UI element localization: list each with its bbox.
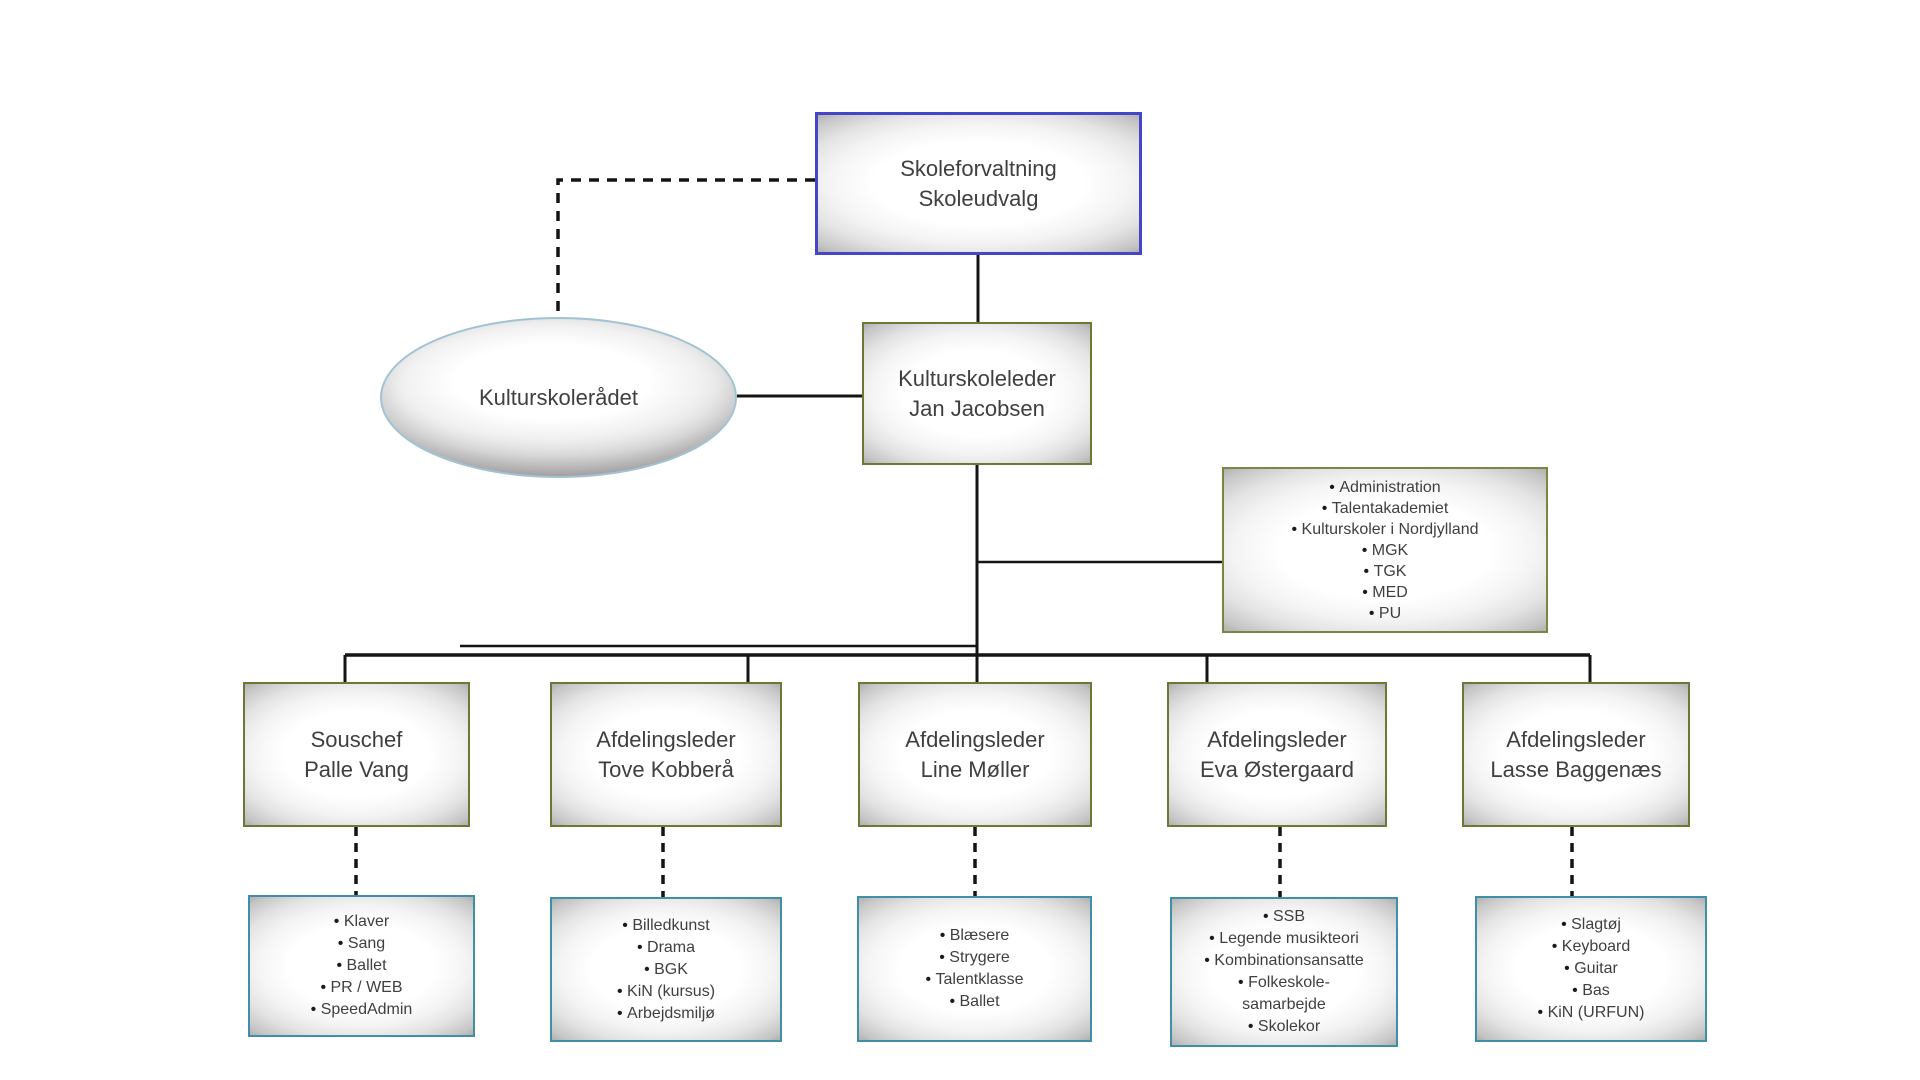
area-item: Keyboard — [1538, 936, 1645, 958]
node-kulturskoleleder: Kulturskoleleder Jan Jacobsen — [862, 322, 1092, 465]
leader-unit-item: Administration — [1291, 477, 1478, 498]
area-item: Legende musikteori — [1204, 928, 1363, 950]
manager-role: Afdelingsleder — [1207, 726, 1347, 752]
manager-name: Line Møller — [920, 756, 1030, 782]
area-item: Drama — [617, 937, 715, 959]
area-item: Ballet — [311, 955, 413, 977]
leader-unit-item: MGK — [1291, 540, 1478, 561]
connector-dashed-council — [556, 178, 815, 318]
manager-role: Afdelingsleder — [1506, 726, 1646, 752]
areas-list: Klaver Sang Ballet PR / WEB SpeedAdmin — [311, 911, 413, 1021]
leader-unit-item: PU — [1291, 603, 1478, 624]
node-skoleforvaltning-line1: Skoleforvaltning — [900, 155, 1057, 181]
leader-unit-item: Talentakademiet — [1291, 498, 1478, 519]
area-item: Bas — [1538, 980, 1645, 1002]
node-manager-lasse-baggenaes: Afdelingsleder Lasse Baggenæs — [1462, 682, 1690, 827]
areas-list: Slagtøj Keyboard Guitar Bas KiN (URFUN) — [1538, 914, 1645, 1024]
node-manager-line-moeller: Afdelingsleder Line Møller — [858, 682, 1092, 827]
manager-name: Lasse Baggenæs — [1490, 756, 1662, 782]
node-skoleforvaltning-line2: Skoleudvalg — [918, 185, 1039, 211]
area-item: Arbejdsmiljø — [617, 1003, 715, 1025]
area-item: Sang — [311, 933, 413, 955]
area-item: KiN (URFUN) — [1538, 1002, 1645, 1024]
area-item: SpeedAdmin — [311, 999, 413, 1021]
manager-name: Palle Vang — [304, 756, 409, 782]
area-item: BGK — [617, 959, 715, 981]
area-item: Skolekor — [1204, 1016, 1363, 1038]
area-item: Billedkunst — [617, 915, 715, 937]
leader-units-list: Administration Talentakademiet Kultursko… — [1291, 477, 1479, 624]
area-item: Slagtøj — [1538, 914, 1645, 936]
leader-unit-item: TGK — [1291, 561, 1478, 582]
node-areas-line-moeller: Blæsere Strygere Talentklasse Ballet — [857, 896, 1092, 1042]
area-item: SSB — [1204, 906, 1363, 928]
areas-list: SSB Legende musikteori Kombinationsansat… — [1204, 906, 1363, 1038]
manager-role: Afdelingsleder — [905, 726, 1045, 752]
area-item: Blæsere — [925, 925, 1023, 947]
node-areas-palle-vang: Klaver Sang Ballet PR / WEB SpeedAdmin — [248, 895, 475, 1037]
area-item: Guitar — [1538, 958, 1645, 980]
node-kulturskoleraadet: Kulturskolerådet — [380, 317, 737, 478]
node-areas-eva-oestergaard: SSB Legende musikteori Kombinationsansat… — [1170, 897, 1398, 1047]
area-item: KiN (kursus) — [617, 981, 715, 1003]
areas-list: Billedkunst Drama BGK KiN (kursus) Arbej… — [617, 915, 715, 1025]
area-item: PR / WEB — [311, 977, 413, 999]
area-item: Ballet — [925, 991, 1023, 1013]
node-leader-units: Administration Talentakademiet Kultursko… — [1222, 467, 1548, 633]
area-item: Folkeskole-samarbejde — [1214, 972, 1354, 1016]
node-manager-tove-kobberaa: Afdelingsleder Tove Kobberå — [550, 682, 782, 827]
area-item: Kombinationsansatte — [1204, 950, 1363, 972]
area-item: Talentklasse — [925, 969, 1024, 991]
leader-unit-item: MED — [1291, 582, 1478, 603]
node-kulturskoleleder-line1: Kulturskoleleder — [898, 365, 1056, 391]
manager-role: Afdelingsleder — [596, 726, 736, 752]
areas-list: Blæsere Strygere Talentklasse Ballet — [925, 925, 1024, 1013]
leader-unit-item: Kulturskoler i Nordjylland — [1291, 519, 1479, 540]
node-manager-palle-vang: Souschef Palle Vang — [243, 682, 470, 827]
manager-name: Tove Kobberå — [598, 756, 734, 782]
manager-role: Souschef — [310, 726, 403, 752]
node-kulturskoleleder-line2: Jan Jacobsen — [909, 395, 1045, 421]
node-areas-tove-kobberaa: Billedkunst Drama BGK KiN (kursus) Arbej… — [550, 897, 782, 1042]
area-item: Klaver — [311, 911, 413, 933]
node-manager-eva-oestergaard: Afdelingsleder Eva Østergaard — [1167, 682, 1387, 827]
manager-name: Eva Østergaard — [1199, 756, 1355, 782]
area-item: Strygere — [925, 947, 1023, 969]
node-kulturskoleraadet-label: Kulturskolerådet — [479, 384, 638, 410]
node-skoleforvaltning: Skoleforvaltning Skoleudvalg — [815, 112, 1142, 255]
node-areas-lasse-baggenaes: Slagtøj Keyboard Guitar Bas KiN (URFUN) — [1475, 896, 1707, 1042]
